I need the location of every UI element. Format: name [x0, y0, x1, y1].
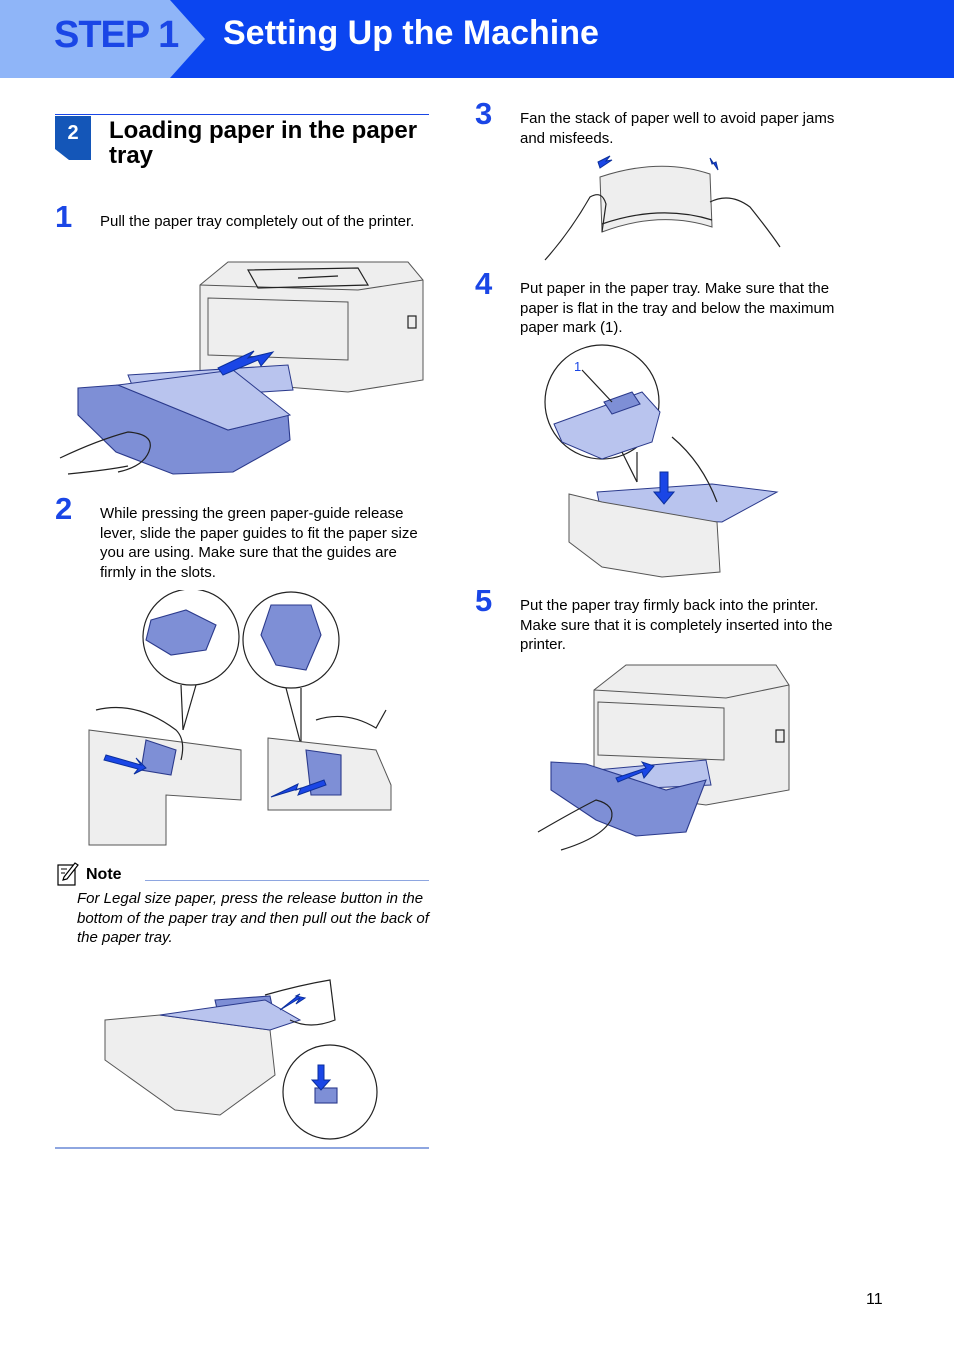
step-3-number: 3	[475, 96, 493, 131]
step-1-number: 1	[55, 199, 73, 234]
section-rule	[55, 114, 429, 115]
figure-legal-tray	[104, 979, 378, 1140]
section-number: 2	[55, 116, 91, 160]
step-tab	[0, 0, 205, 78]
step-3-text: Fan the stack of paper well to avoid pap…	[520, 110, 835, 147]
note-label: Note	[86, 866, 122, 883]
figure-pull-tray	[59, 261, 424, 475]
figure-load-paper: 1	[544, 344, 779, 578]
step-label: STEP 1	[54, 14, 179, 56]
step-2-text: While pressing the green paper-guide rel…	[100, 505, 418, 581]
note-text: For Legal size paper, press the release …	[77, 890, 429, 946]
header-title: Setting Up the Machine	[223, 14, 599, 52]
column-bottom-rule	[55, 1147, 429, 1149]
note-pencil-icon	[57, 862, 79, 886]
callout-1: 1	[574, 359, 581, 374]
figure-insert-tray	[537, 664, 790, 851]
page-header: STEP 1 Setting Up the Machine	[0, 0, 954, 78]
figure-paper-guides	[88, 590, 392, 846]
step-2-number: 2	[55, 491, 73, 526]
page-number: 11	[866, 1291, 883, 1308]
step-5-number: 5	[475, 583, 493, 618]
step-1-text: Pull the paper tray completely out of th…	[100, 213, 415, 230]
section-title: Loading paper in the paper tray	[109, 117, 418, 169]
step-5-text: Put the paper tray firmly back into the …	[520, 597, 833, 653]
note-rule	[145, 880, 429, 881]
step-4-text: Put paper in the paper tray. Make sure t…	[520, 280, 835, 336]
figure-fan-paper	[544, 155, 781, 261]
step-4-number: 4	[475, 266, 493, 301]
